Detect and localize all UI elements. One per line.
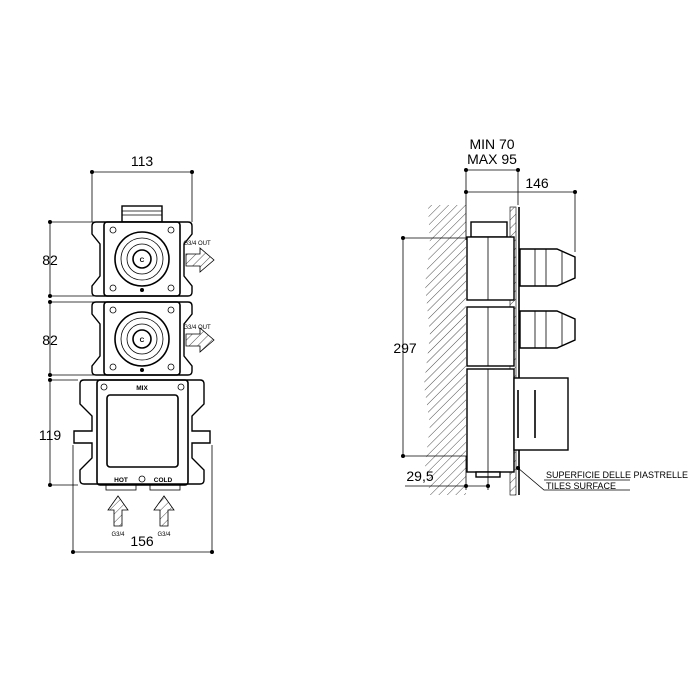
dimension-146: 146	[464, 175, 577, 252]
handle-lower	[519, 310, 576, 349]
inlet-label: G3/4	[157, 532, 171, 538]
tiles-label-italian: SUPERFICIE DELLE PIASTRELLE	[546, 470, 688, 480]
outlet-arrow-upper: G3/4 OUT	[183, 241, 215, 273]
label-cold: COLD	[154, 477, 173, 484]
valve-stem	[121, 205, 163, 223]
dimension-label: 146	[525, 175, 549, 191]
mixer-box: MIX HOT COLD	[73, 379, 211, 491]
lower-valve: C	[91, 301, 193, 376]
dimension-156: 156	[71, 445, 214, 554]
inlet-arrow-cold: G3/4	[153, 495, 175, 538]
inlet-arrow-hot: G3/4	[107, 495, 129, 538]
brand-logo-icon: C	[140, 257, 145, 264]
dimension-label: MAX 95	[467, 151, 517, 167]
outlet-arrow-lower: G3/4 OUT	[183, 325, 215, 353]
front-view: 113 82 82 119	[39, 153, 215, 554]
body-middle	[466, 306, 515, 367]
wall-hatching	[424, 205, 466, 495]
label-hot: HOT	[114, 477, 128, 484]
dimension-label: 297	[393, 340, 417, 356]
dimension-113: 113	[90, 153, 194, 222]
body-upper	[466, 236, 515, 301]
inlet-label: G3/4	[111, 532, 125, 538]
dimension-label: 29,5	[406, 468, 433, 484]
dimension-label: 82	[42, 252, 58, 268]
outlet-label: G3/4 OUT	[183, 241, 211, 247]
dimension-vertical: 82 82 119	[39, 220, 95, 487]
handle-upper	[519, 248, 576, 287]
tiles-surface-callout: SUPERFICIE DELLE PIASTRELLE TILES SURFAC…	[516, 466, 688, 491]
dimension-29-5: 29,5	[405, 456, 490, 490]
dimension-label: 113	[131, 153, 154, 169]
dimension-label: 119	[39, 427, 62, 443]
dimension-label: 156	[130, 533, 154, 549]
side-view: MIN 70 MAX 95 146 297 29,5 SUPER	[393, 136, 688, 496]
dimension-label: MIN 70	[469, 136, 514, 152]
outlet-label: G3/4 OUT	[183, 325, 211, 331]
diverter-knob	[513, 377, 569, 451]
label-mix: MIX	[136, 385, 148, 392]
dimension-label: 82	[42, 332, 58, 348]
brand-logo-icon: C	[140, 337, 145, 344]
tiles-label-english: TILES SURFACE	[546, 481, 616, 491]
dimension-297: 297	[393, 236, 467, 458]
upper-valve: C	[91, 221, 193, 297]
dimension-min-max: MIN 70 MAX 95	[464, 136, 520, 240]
body-lower	[466, 368, 515, 473]
